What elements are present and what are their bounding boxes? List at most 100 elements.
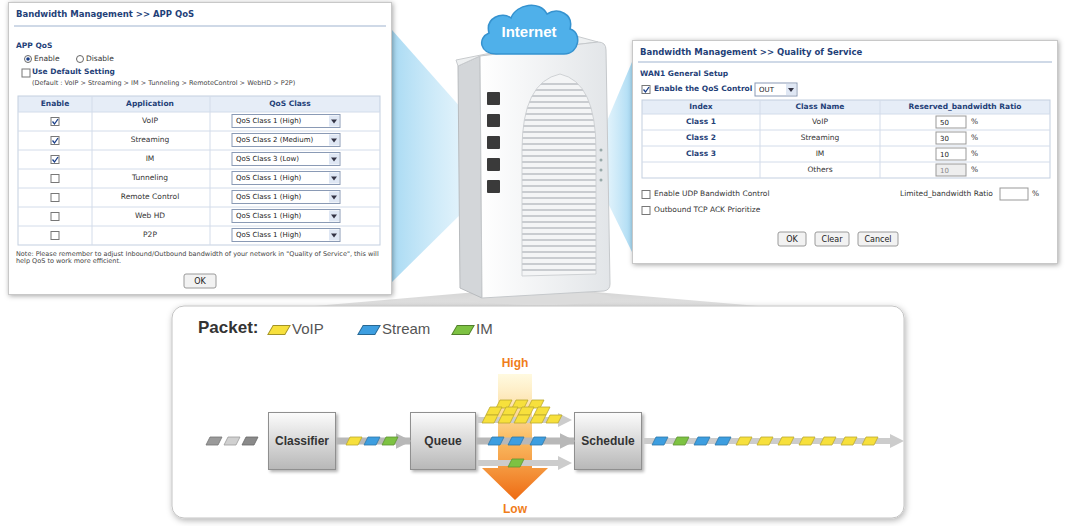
legend-label: VoIP <box>292 320 324 337</box>
select-button <box>329 173 339 184</box>
packet-icon <box>382 437 398 445</box>
packet-icon <box>694 437 710 445</box>
vent-slot <box>522 89 596 91</box>
button-label: Clear <box>822 235 843 244</box>
router-ports <box>487 92 500 193</box>
vent-slot <box>522 125 596 127</box>
light-beam <box>604 62 632 252</box>
ui-text: Streaming <box>801 134 840 143</box>
input-box <box>936 164 966 176</box>
ui-text: WAN1 General Setup <box>640 70 728 79</box>
checkbox <box>642 207 650 215</box>
ui-text: Outbound TCP ACK Prioritize <box>654 206 760 215</box>
table-column-line <box>210 96 211 245</box>
check-mark <box>644 87 650 92</box>
packet-icon <box>508 437 524 445</box>
packet-icon <box>224 437 240 445</box>
ui-text: IM <box>146 155 155 164</box>
vent-slot <box>522 221 596 223</box>
status-led <box>600 179 603 182</box>
packet-icon <box>364 437 380 445</box>
legend-label: IM <box>476 320 493 337</box>
router-vent <box>522 74 596 276</box>
table-header <box>18 96 380 112</box>
select-button <box>329 230 339 241</box>
button <box>778 232 806 246</box>
ui-text: Class 1 <box>686 118 716 127</box>
vent-slot <box>522 185 596 187</box>
vent-slot <box>522 269 596 271</box>
table-row-line <box>642 130 1050 131</box>
legend-heading: Packet: <box>198 318 258 338</box>
table-column-line <box>92 96 93 245</box>
node-label: Queue <box>424 434 461 448</box>
check-mark <box>53 138 59 143</box>
ui-text: APP QoS <box>16 42 52 51</box>
ui-text: P2P <box>143 231 157 240</box>
ui-text: IM <box>816 150 825 159</box>
flow-arrow <box>336 438 410 445</box>
vent-slot <box>522 113 596 115</box>
packet-icon <box>673 437 689 445</box>
node-label: Internet <box>501 23 556 40</box>
vent-slot <box>522 149 596 151</box>
legend-label: Stream <box>382 320 430 337</box>
packet-icon <box>820 437 836 445</box>
vent-slot <box>522 251 596 253</box>
queue-lane <box>478 460 560 466</box>
status-led <box>600 149 603 152</box>
ui-text: Enable the QoS Control <box>654 85 752 94</box>
input-box <box>936 148 966 160</box>
ui-text: QoS Class 1 (High) <box>236 117 301 125</box>
button <box>184 274 216 288</box>
ui-text: Disable <box>86 55 114 64</box>
router-side <box>458 56 482 298</box>
vent-slot <box>522 101 596 103</box>
button-label: OK <box>194 277 206 286</box>
flow-arrow <box>476 438 574 445</box>
packet-icon <box>514 415 530 423</box>
select-button <box>329 154 339 165</box>
ui-text: VoIP <box>812 118 828 127</box>
ui-text: Class 2 <box>686 134 716 143</box>
ui-text: Application <box>126 100 174 109</box>
select-button <box>329 211 339 222</box>
select-box <box>232 134 340 147</box>
ethernet-port <box>487 158 500 171</box>
node-label: Schedule <box>581 434 634 448</box>
vent-slot <box>522 179 596 181</box>
vent-slot <box>522 239 596 241</box>
vent-slot <box>522 167 596 169</box>
ui-text: Tunneling <box>132 174 168 183</box>
button-label: Cancel <box>864 235 891 244</box>
cloud-outline <box>482 5 578 54</box>
table-row-line <box>642 162 1050 163</box>
packet-icon <box>530 437 546 445</box>
table-column-line <box>880 100 881 178</box>
queue-lane <box>478 417 560 423</box>
packet-icon <box>496 400 512 408</box>
ui-text: Others <box>807 166 832 175</box>
select-button <box>329 116 339 127</box>
priority-arrow <box>482 374 548 500</box>
button-label: OK <box>786 235 798 244</box>
packet-icon <box>736 437 752 445</box>
legend-swatch <box>451 325 475 335</box>
light-beam <box>392 30 470 282</box>
ui-text: Enable UDP Bandwidth Control <box>654 190 770 199</box>
ui-text: Use Default Setting <box>32 68 115 77</box>
table-row-line <box>18 226 380 227</box>
ui-text: % <box>971 166 978 175</box>
packet-icon <box>528 400 544 408</box>
ui-text: QoS Class 1 (High) <box>236 231 301 239</box>
check-mark <box>53 119 59 124</box>
select-arrow <box>331 139 337 143</box>
checkbox <box>51 232 59 240</box>
checkbox <box>51 213 59 221</box>
select-box <box>232 191 340 204</box>
ui-text: QoS Class <box>269 100 311 109</box>
queue-lane-head <box>558 413 572 427</box>
legend-swatch <box>357 325 381 335</box>
packet-icon <box>518 407 534 415</box>
